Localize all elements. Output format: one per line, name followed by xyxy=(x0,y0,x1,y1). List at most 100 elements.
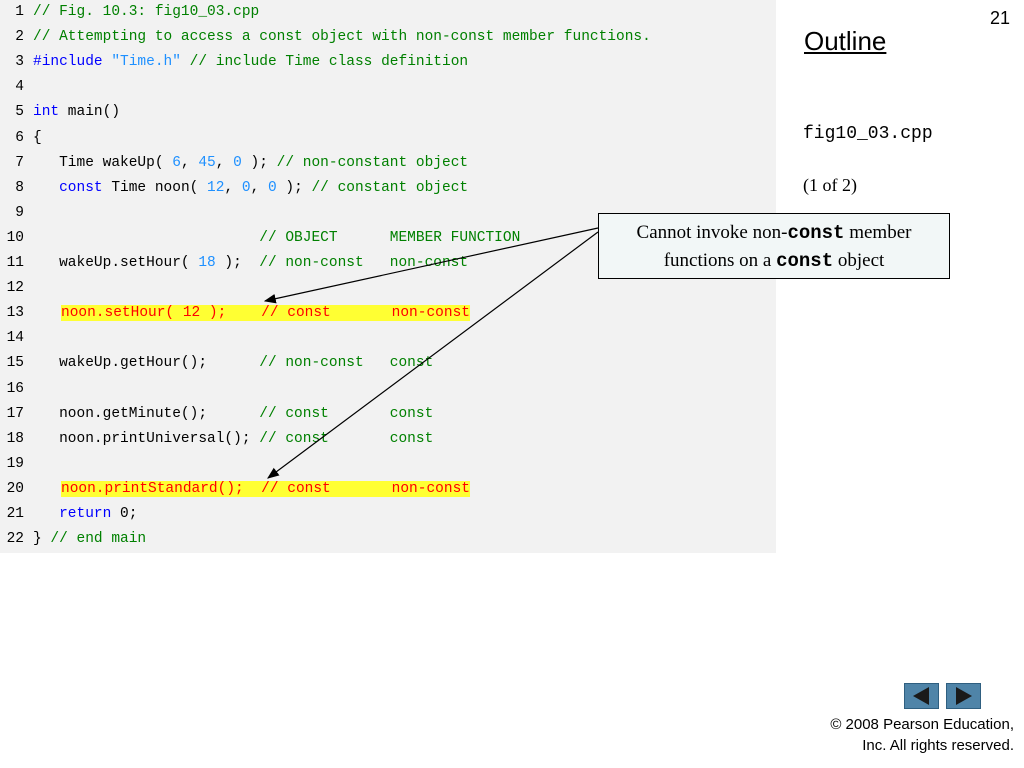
code-token: // end main xyxy=(50,531,147,548)
arrow-line xyxy=(267,231,599,479)
code-token: ); xyxy=(215,255,260,271)
line-number: 19 xyxy=(6,455,24,472)
code-token: // const const xyxy=(259,430,434,447)
code-token: { xyxy=(33,129,42,146)
code-token: 45 xyxy=(198,154,216,171)
line-number: 5 xyxy=(15,104,24,121)
code-token: Time noon( xyxy=(102,179,208,196)
code-token: // Attempting to access a const object w… xyxy=(33,29,651,46)
code-text: wakeUp.setHour( 18 ); // non-const non-c… xyxy=(33,251,468,276)
callout-text: object xyxy=(833,250,885,271)
line-number: 3 xyxy=(15,54,24,71)
code-token: ); xyxy=(241,154,277,171)
code-text: Time wakeUp( 6, 45, 0 ); // non-constant… xyxy=(33,151,468,176)
outline-title[interactable]: Outline xyxy=(804,26,887,56)
code-text: // Fig. 10.3: fig10_03.cpp xyxy=(33,0,259,25)
code-token: ); xyxy=(276,179,312,196)
code-token: 0 xyxy=(267,179,277,196)
code-token: // Fig. 10.3: fig10_03.cpp xyxy=(33,4,260,20)
line-number: 17 xyxy=(6,405,24,422)
code-token: // non-const non-const xyxy=(259,255,469,271)
line-number: 7 xyxy=(15,154,24,171)
line-number: 18 xyxy=(6,430,24,447)
line-number: 9 xyxy=(15,204,24,221)
line-number: 1 xyxy=(15,4,24,20)
left-triangle-icon xyxy=(913,687,929,705)
code-token: // OBJECT MEMBER FUNCTION xyxy=(33,229,521,246)
callout-code: const xyxy=(776,250,834,272)
callout-code: const xyxy=(787,222,845,244)
code-text: { xyxy=(33,126,42,151)
code-token: #include xyxy=(33,54,112,71)
code-token: , xyxy=(180,154,199,171)
code-text: int main() xyxy=(33,100,120,125)
line-number: 6 xyxy=(15,129,24,146)
line-number: 21 xyxy=(6,506,24,522)
callout-text: functions on a xyxy=(663,250,777,271)
highlighted-code: noon.printStandard(); // const non-const xyxy=(61,480,470,497)
code-text: const Time noon( 12, 0, 0 ); // constant… xyxy=(33,176,468,201)
code-text: } // end main xyxy=(33,527,146,552)
code-token: 0 xyxy=(233,154,242,171)
line-number: 13 xyxy=(6,305,24,322)
code-token: "Time.h" xyxy=(111,54,181,71)
code-token: 6 xyxy=(172,154,181,171)
line-number: 14 xyxy=(6,330,24,347)
page-info: (1 of 2) xyxy=(803,175,857,195)
copyright-line: © 2008 Pearson Education, xyxy=(830,716,1014,733)
line-number: 20 xyxy=(6,480,24,497)
code-token: , xyxy=(250,179,268,196)
code-text: noon.printUniversal(); // const const xyxy=(33,427,433,452)
line-number: 22 xyxy=(6,531,24,548)
code-token: // non-const const xyxy=(259,355,434,372)
line-number: 12 xyxy=(6,280,24,297)
code-token: main() xyxy=(59,104,121,121)
code-text: noon.getMinute(); // const const xyxy=(33,402,433,427)
code-token: const xyxy=(59,179,103,196)
line-number: 2 xyxy=(15,29,24,46)
code-token: return xyxy=(59,506,112,522)
code-token: 0 xyxy=(241,179,251,196)
next-slide-button[interactable] xyxy=(946,683,981,709)
code-token: 18 xyxy=(198,255,216,271)
code-token: // const const xyxy=(259,405,434,422)
code-text: noon.printStandard(); // const non-const xyxy=(61,477,470,502)
copyright-footer: © 2008 Pearson Education, Inc. All right… xyxy=(830,714,1014,756)
code-token: 0; xyxy=(111,506,138,522)
code-token: , xyxy=(215,154,234,171)
callout-box: Cannot invoke non-const member functions… xyxy=(598,213,950,279)
right-triangle-icon xyxy=(956,687,972,705)
code-token: Time wakeUp( xyxy=(33,154,173,171)
code-token: noon.getMinute(); xyxy=(33,405,260,422)
code-token: // include Time class definition xyxy=(180,54,469,71)
code-token: // non-constant object xyxy=(276,154,469,171)
code-token: 12 xyxy=(207,179,225,196)
code-token: noon.printUniversal(); xyxy=(33,430,260,447)
code-text: // Attempting to access a const object w… xyxy=(33,25,651,50)
code-text: wakeUp.getHour(); // non-const const xyxy=(33,351,433,376)
copyright-line: Inc. All rights reserved. xyxy=(862,737,1014,754)
callout-text: Cannot invoke non- xyxy=(636,222,788,243)
code-token: , xyxy=(224,179,242,196)
line-number: 16 xyxy=(6,380,24,397)
callout-text: member xyxy=(844,222,912,243)
code-token: wakeUp.setHour( xyxy=(33,255,199,271)
arrow-line xyxy=(263,227,599,304)
file-name: fig10_03.cpp xyxy=(803,124,933,144)
highlighted-code: noon.setHour( 12 ); // const non-const xyxy=(61,305,470,322)
code-text: noon.setHour( 12 ); // const non-const xyxy=(61,301,470,326)
line-number: 10 xyxy=(6,229,24,246)
code-token: } xyxy=(33,531,51,548)
line-number: 4 xyxy=(15,79,24,96)
code-token: wakeUp.getHour(); xyxy=(33,355,260,372)
line-number: 8 xyxy=(15,179,24,196)
code-text: #include "Time.h" // include Time class … xyxy=(33,50,468,75)
code-token: int xyxy=(33,104,60,121)
line-number: 15 xyxy=(6,355,24,372)
line-number: 11 xyxy=(6,255,24,271)
code-text: return 0; xyxy=(33,502,137,527)
code-token: // constant object xyxy=(311,179,469,196)
previous-slide-button[interactable] xyxy=(904,683,939,709)
slide-number: 21 xyxy=(990,8,1011,28)
